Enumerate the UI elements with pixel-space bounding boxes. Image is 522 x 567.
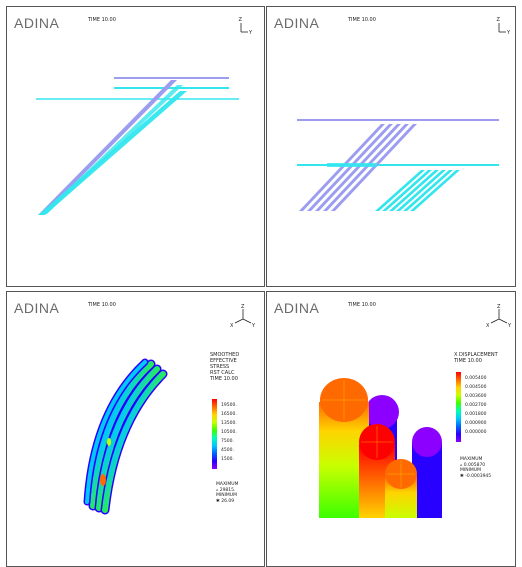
axis-triad: Z X Y (485, 302, 515, 328)
legend-tick: 0.000900 (465, 421, 487, 426)
legend-tick: 10500. (221, 430, 237, 435)
viewport-top-left[interactable]: ADINA TIME 10.00 Z Y (6, 6, 265, 287)
stress-legend: SMOOTHED EFFECTIVE STRESS RST CALC TIME … (210, 352, 260, 522)
viewport-bottom-right[interactable]: ADINA TIME 10.00 Z X Y (266, 291, 516, 567)
cyan-overlay-on-lavender (327, 163, 377, 167)
axis-triad: Z Y (493, 15, 515, 37)
legend-extrema: MAXIMUM ▵ 0.005870 MINIMUM ✱ -0.0003945 (460, 457, 491, 479)
time-label: TIME 10.00 (88, 17, 116, 23)
lavender-strands (299, 124, 417, 211)
legend-title-line: TIME 10.00 (210, 376, 238, 382)
axis-label-y: Y (506, 30, 511, 36)
min-label: MINIMUM (460, 468, 481, 473)
color-scale-bar (212, 399, 217, 469)
legend-tick: 7500. (221, 439, 234, 444)
adina-logo: ADINA (14, 15, 60, 31)
diagonal-members (38, 80, 187, 215)
legend-title-line: STRESS (210, 364, 230, 370)
legend-tick: 0.004500 (465, 385, 487, 390)
displacement-legend: X DISPLACEMENT TIME 10.00 0.005400 0.004… (454, 352, 514, 522)
model-plot (297, 119, 499, 211)
stress-contour-plot (83, 358, 168, 515)
viewport-top-right[interactable]: ADINA TIME 10.00 Z Y (266, 6, 516, 287)
time-label: TIME 10.00 (348, 17, 376, 23)
axis-label-y: Y (248, 30, 253, 36)
axis-label-y: Y (251, 323, 256, 328)
legend-tick: 0.000000 (465, 430, 487, 435)
curved-strands (83, 358, 168, 515)
adina-logo: ADINA (274, 300, 320, 316)
axis-label-z: Z (239, 17, 243, 23)
axis-label-z: Z (497, 17, 501, 23)
legend-title-line: SMOOTHED (210, 352, 240, 358)
min-value: ✱ -0.0003945 (460, 473, 492, 479)
min-value: ✱ 26.09 (216, 498, 235, 504)
axis-label-z: Z (497, 304, 501, 310)
legend-tick: 0.001800 (465, 412, 487, 417)
axis-label-y: Y (507, 323, 512, 328)
max-value: ▵ 0.005870 (460, 462, 486, 468)
legend-tick: 13500. (221, 421, 237, 426)
max-value: ▵ 29815. (216, 487, 236, 493)
axis-label-x: X (230, 323, 234, 328)
axis-triad: Z Y (235, 15, 257, 37)
displacement-contour-plot (319, 378, 442, 518)
horizontal-lines (36, 77, 239, 100)
legend-tick: 19500. (221, 403, 237, 408)
legend-tick: 16500. (221, 412, 237, 417)
mesh-spokes (322, 380, 415, 488)
adina-logo: ADINA (14, 300, 60, 316)
min-label: MINIMUM (216, 493, 237, 498)
front-cylinders (319, 378, 417, 518)
viewport-bottom-left[interactable]: ADINA TIME 10.00 Z X Y (6, 291, 265, 567)
axis-label-z: Z (241, 304, 245, 310)
legend-title-line: TIME 10.00 (454, 358, 482, 364)
max-label: MAXIMUM (460, 457, 483, 462)
hotspots (100, 438, 111, 486)
legend-tick: 4500. (221, 448, 234, 453)
legend-tick: 0.003600 (465, 394, 487, 399)
model-plot (36, 77, 239, 215)
legend-tick: 0.005400 (465, 376, 487, 381)
time-label: TIME 10.00 (88, 302, 116, 308)
legend-title-line: EFFECTIVE (210, 358, 237, 364)
time-label: TIME 10.00 (348, 302, 376, 308)
legend-title-line: RST CALC (210, 370, 235, 376)
legend-tick: 0.002700 (465, 403, 487, 408)
legend-title-line: X DISPLACEMENT (454, 352, 498, 358)
axis-label-x: X (486, 323, 490, 328)
color-scale-bar (456, 372, 461, 442)
legend-tick: 1500. (221, 457, 234, 462)
axis-triad: Z X Y (229, 302, 259, 328)
cyan-strands (375, 170, 460, 211)
adina-logo: ADINA (274, 15, 320, 31)
legend-extrema: MAXIMUM ▵ 29815. MINIMUM ✱ 26.09 (216, 482, 238, 504)
max-label: MAXIMUM (216, 482, 239, 487)
